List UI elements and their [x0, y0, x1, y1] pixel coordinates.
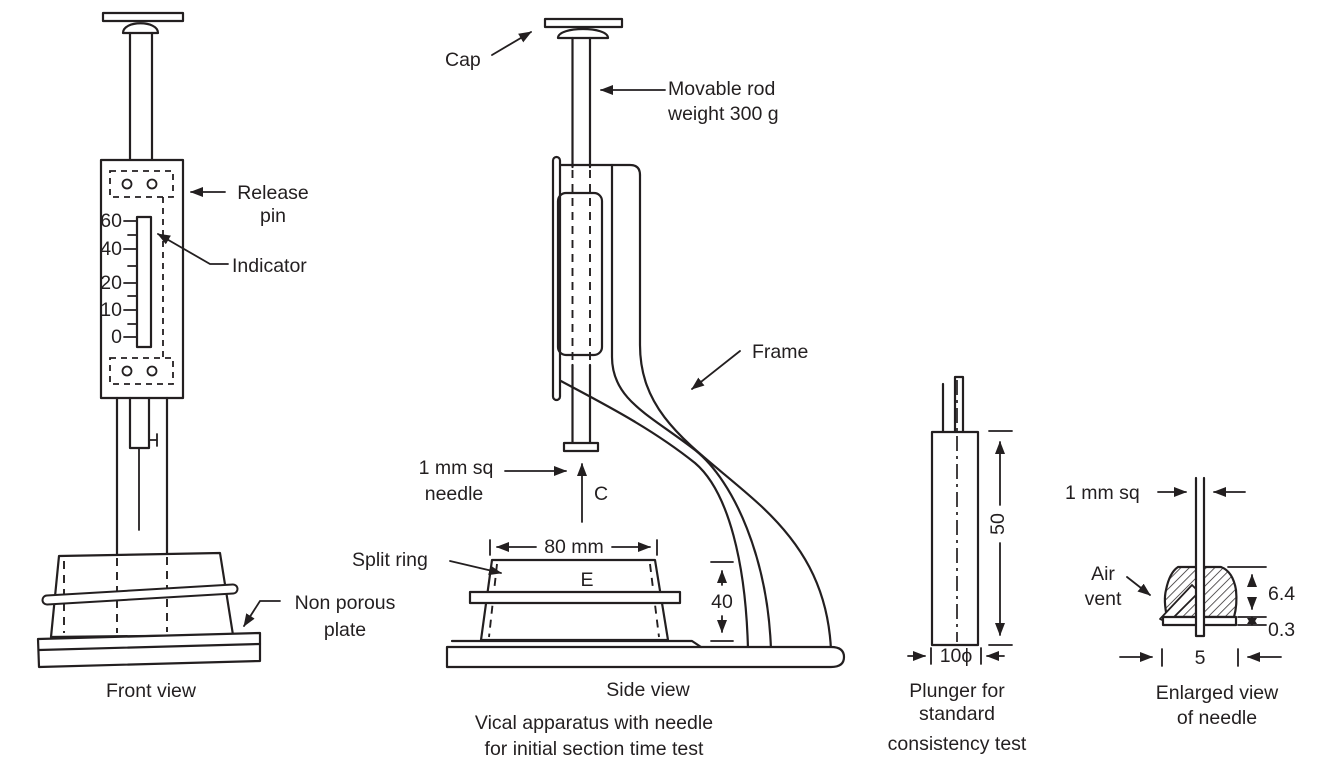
front-base-line	[37, 642, 262, 652]
dim-03-arrow-down	[1247, 618, 1257, 626]
front-cap-plate	[101, 11, 185, 23]
movable-rod-label-line2: weight 300 g	[667, 103, 779, 125]
dim-50-label: 50	[987, 513, 1009, 535]
movable-rod-upper	[571, 36, 592, 169]
side-base-plate	[445, 645, 846, 669]
front-view-caption: Front view	[106, 680, 197, 702]
front-lower-rod	[128, 396, 151, 450]
needle-detail-caption-line1: Enlarged view	[1156, 682, 1279, 704]
release-pin-hole	[121, 365, 133, 377]
frame-outer-curve	[638, 173, 833, 652]
scale-label-10: 10	[100, 299, 122, 321]
scale-label-40: 40	[100, 238, 122, 260]
side-cap-plate	[543, 17, 624, 29]
dim-10-ticks	[930, 647, 982, 665]
cap-leader	[491, 31, 532, 56]
frame-leader	[691, 350, 741, 390]
dim-80mm-ticks	[489, 539, 658, 556]
mould-e-label: E	[580, 569, 593, 591]
front-clamp-stub	[148, 433, 158, 447]
dim-5-label: 5	[1195, 647, 1206, 669]
dim-10-label: 10ϕ	[940, 645, 973, 667]
release-pin-hole	[146, 178, 158, 190]
release-pin-hole	[146, 365, 158, 377]
needle-label-line2: needle	[425, 483, 484, 505]
side-ring-bar	[468, 590, 682, 605]
needle-detail-drawing: 1 mm sq Air vent 6.4 0.3 5 Enlarged view…	[1065, 476, 1295, 729]
side-view-subcaption-line2: for initial section time test	[485, 738, 705, 760]
side-view-drawing: 80 mm 40 Cap Movable rod weight 300 g Fr…	[352, 17, 846, 760]
plunger-drawing: 50 10ϕ Plunger for standard consistency …	[888, 375, 1027, 755]
plunger-stem-right	[953, 375, 965, 434]
release-pin-box-top	[109, 170, 174, 198]
indicator-label: Indicator	[232, 255, 307, 277]
scale-ticks	[123, 220, 137, 338]
split-ring-leader	[449, 560, 502, 576]
cap-label: Cap	[445, 49, 481, 71]
front-view-drawing: 60 40 20 10 0 Release pin Indicator Non …	[36, 11, 396, 702]
movable-rod-lower	[571, 363, 592, 445]
dim-5-ticks	[1161, 648, 1239, 667]
dim-50-bars	[988, 430, 1013, 646]
dim-80mm-label: 80 mm	[544, 536, 604, 558]
needle-label-line1: 1 mm sq	[419, 457, 494, 479]
front-cap-dome	[121, 22, 160, 35]
front-columns	[115, 396, 169, 558]
needle-detail-caption-line2: of needle	[1177, 707, 1257, 729]
non-porous-plate-leader	[243, 600, 281, 627]
plunger-cylinder	[930, 430, 980, 647]
air-vent-label-line1: Air	[1091, 563, 1115, 585]
frame-near-curve	[557, 378, 750, 652]
indicator-slider	[135, 215, 153, 349]
front-rod	[128, 31, 154, 162]
needle-chuck	[562, 441, 600, 453]
side-ring-hidden-lines	[488, 563, 660, 638]
side-cap-dome	[556, 28, 610, 40]
scale-label-60: 60	[100, 210, 122, 232]
dim-40-label: 40	[711, 591, 733, 613]
frame-label: Frame	[752, 341, 808, 363]
split-ring-label: Split ring	[352, 549, 428, 571]
non-porous-plate-label-line2: plate	[324, 619, 366, 641]
scale-label-0: 0	[111, 326, 122, 348]
release-pin-box-bottom	[109, 357, 174, 385]
side-view-caption: Side view	[606, 679, 690, 701]
release-pin-hole	[121, 178, 133, 190]
frame-top	[554, 163, 642, 177]
point-c-label: C	[594, 483, 608, 505]
rod-guide	[556, 191, 604, 357]
release-pin-label-line1: Release	[237, 182, 309, 204]
frame-inner-curve	[610, 163, 773, 652]
dim-64-label: 6.4	[1268, 583, 1295, 605]
needle-shaft	[1194, 476, 1206, 638]
plunger-caption-line1: Plunger for	[909, 680, 1005, 702]
air-vent-leader	[1126, 576, 1151, 596]
air-vent-label-line2: vent	[1085, 588, 1122, 610]
front-ring-bar	[43, 585, 237, 604]
dim-40-bars	[710, 561, 734, 642]
indicator-leader	[157, 233, 229, 265]
plunger-caption-line2: standard	[919, 703, 995, 725]
front-base-plate	[36, 631, 262, 669]
movable-rod-label-line1: Movable rod	[668, 78, 775, 100]
movable-rod-hidden	[571, 170, 591, 365]
release-pin-label-line2: pin	[260, 205, 286, 227]
non-porous-plate-label-line1: Non porous	[295, 592, 396, 614]
needle-shaft-fill	[1196, 478, 1204, 636]
needle-size-label: 1 mm sq	[1065, 482, 1140, 504]
dim-03-label: 0.3	[1268, 619, 1295, 641]
plunger-caption-line3: consistency test	[888, 733, 1027, 755]
side-view-subcaption-line1: Vical apparatus with needle	[475, 712, 713, 734]
scale-label-20: 20	[100, 272, 122, 294]
